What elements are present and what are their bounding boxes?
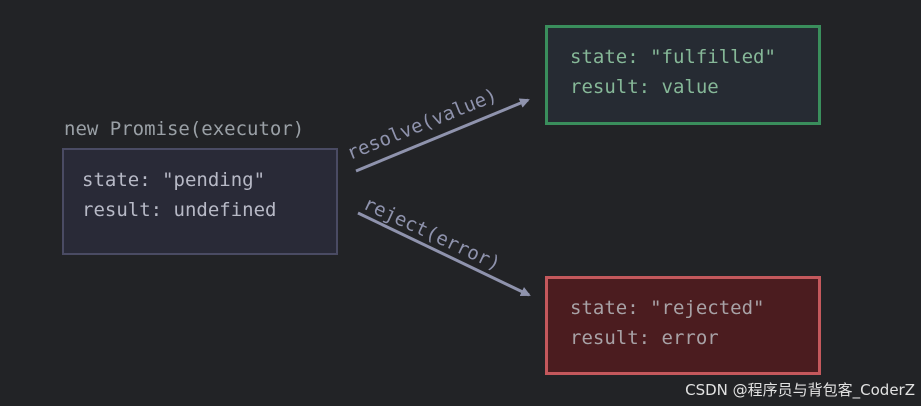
pending-state-text: state: "pending" [82,169,266,191]
rejected-state-text: state: "rejected" [570,297,765,319]
fulfilled-state-box: state: "fulfilled" result: value [545,25,821,125]
reject-label: reject(error) [360,193,504,276]
rejected-result-text: result: error [570,327,719,349]
fulfilled-state-text: state: "fulfilled" [570,46,776,68]
executor-caption: new Promise(executor) [64,118,305,140]
resolve-label: resolve(value) [344,84,501,164]
fulfilled-result-text: result: value [570,76,719,98]
pending-result-text: result: undefined [82,199,277,221]
rejected-state-box: state: "rejected" result: error [545,276,821,375]
reject-arrow [357,211,531,297]
watermark: CSDN @程序员与背包客_CoderZ [685,381,915,399]
pending-state-box: state: "pending" result: undefined [62,148,338,255]
resolve-arrow [355,98,530,173]
